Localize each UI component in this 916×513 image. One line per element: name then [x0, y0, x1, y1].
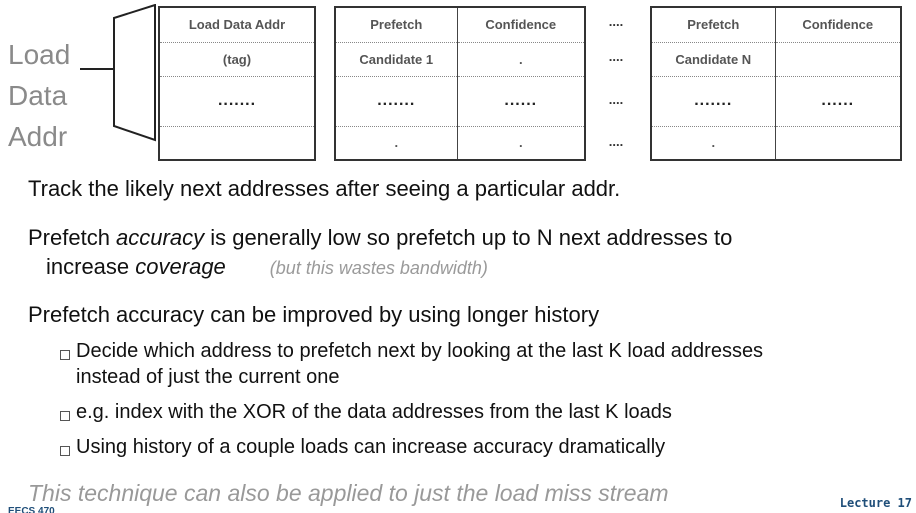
bullet-text-continued: instead of just the current one	[76, 366, 340, 388]
candidate-cell: .	[335, 125, 457, 160]
side-label-line: Data	[8, 80, 68, 111]
confidence-cell: ......	[774, 75, 901, 126]
candidate-table-1: Prefetch Confidence Candidate 1 . ......…	[334, 6, 586, 161]
decoder-trapezoid	[113, 4, 156, 142]
tag-header: Load Data Addr	[188, 17, 286, 33]
candidate-table-n: Prefetch Confidence Candidate N ....... …	[650, 6, 902, 161]
load-data-addr-label: Load Data Addr	[8, 34, 70, 157]
emphasis-accuracy: accuracy	[116, 225, 205, 250]
course-label-fragment: EECS 470	[8, 506, 55, 513]
square-bullet-icon	[60, 411, 70, 421]
square-bullet-icon	[60, 446, 70, 456]
confidence-cell: .	[456, 41, 585, 76]
candidate-cell: .......	[335, 75, 457, 126]
confidence-cell: ......	[456, 75, 585, 126]
bullet-text: e.g. index with the XOR of the data addr…	[76, 401, 672, 423]
candidate-cell: .	[651, 125, 775, 160]
confidence-header: Confidence	[774, 7, 901, 42]
candidate-cell: Candidate N	[651, 41, 775, 76]
side-label-line: Addr	[8, 121, 68, 152]
tag-cell: (tag)	[159, 41, 315, 76]
prefetch-header: Prefetch	[687, 17, 740, 33]
square-bullet-icon	[60, 350, 70, 360]
emphasis-coverage: coverage	[135, 254, 226, 279]
candidate-cell: Candidate 1	[335, 41, 457, 76]
bandwidth-note: (but this wastes bandwidth)	[269, 258, 488, 278]
confidence-cell	[774, 41, 901, 76]
ellipsis-separator: ....	[608, 134, 624, 149]
text-line-accuracy: Prefetch accuracy is generally low so pr…	[28, 225, 732, 251]
tag-cell: .......	[159, 75, 315, 126]
tag-cell	[159, 125, 315, 160]
text-span: is generally low so prefetch up to N nex…	[204, 225, 733, 250]
text-span: increase	[46, 254, 136, 279]
ellipsis-separator: ....	[608, 49, 624, 64]
candidate-cell: .......	[651, 75, 775, 126]
text-line-track: Track the likely next addresses after se…	[28, 176, 621, 201]
prefetch-header: Prefetch	[370, 17, 423, 33]
confidence-header: Confidence	[456, 7, 585, 42]
side-label-line: Load	[8, 39, 71, 70]
text-span: Prefetch	[28, 225, 117, 250]
tag-table: Load Data Addr (tag) .......	[158, 6, 316, 161]
ellipsis-separator: ....	[608, 14, 624, 29]
bullet-text: Decide which address to prefetch next by…	[76, 340, 764, 362]
text-line-coverage: increase coverage (but this wastes bandwi…	[46, 254, 488, 280]
bullet-text: Using history of a couple loads can incr…	[76, 436, 666, 458]
decoder-diagram	[80, 4, 156, 142]
text-line-miss-stream: This technique can also be applied to ju…	[28, 480, 669, 506]
confidence-cell	[774, 125, 901, 160]
ellipsis-separator: ....	[608, 92, 624, 107]
lecture-number: Lecture 17	[839, 496, 912, 510]
text-line-history: Prefetch accuracy can be improved by usi…	[28, 302, 600, 327]
confidence-cell: .	[456, 125, 585, 160]
